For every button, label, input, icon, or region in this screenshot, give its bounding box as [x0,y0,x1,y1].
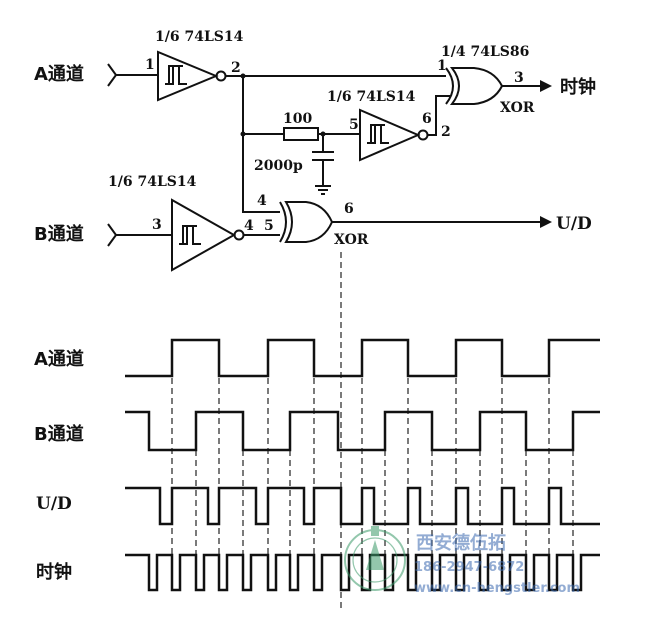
xor-gate-2 [279,201,334,243]
pin-xor1-in1: 1 [437,58,447,74]
xor1-name: XOR [500,100,535,116]
input-a-label: A通道 [34,63,84,85]
waveform-ud [125,486,600,526]
pin-inv2-out: 6 [422,111,432,127]
watermark-company: 西安德伍拓 [416,532,506,554]
output-clock-label: 时钟 [560,76,596,98]
wire-a-to-xor2 [242,76,280,213]
schmitt-inverter-1 [157,50,227,102]
schmitt-inverter-2 [359,108,429,162]
arrow-icon [540,216,552,228]
company-logo-icon [344,526,406,591]
capacitor-symbol [312,134,334,186]
schmitt-inverter-3 [171,198,245,272]
schematic: A通道 1 1/6 74LS14 2 100 2000p 5 [34,29,596,272]
output-ud-label: U/D [556,214,592,234]
timing-label-a: A通道 [34,348,84,370]
pin-inv1-out: 2 [231,60,241,76]
input-b-connector-icon [107,223,118,247]
pin-xor1-out: 3 [514,70,524,86]
inv2-part-label: 1/6 74LS14 [327,89,416,105]
pin-inv3-out: 4 [244,218,254,234]
capacitor-value: 2000p [254,158,303,174]
inv3-part-label: 1/6 74LS14 [108,174,197,190]
input-a-connector-icon [107,63,118,87]
timing-label-clock: 时钟 [36,561,72,583]
pin-inv2-out-b: 2 [441,124,451,140]
input-b-label: B通道 [34,223,84,245]
timing-diagram: A通道 B通道 U/D 时钟 [34,252,600,612]
ground-icon [315,185,331,195]
waveform-b [125,410,600,452]
watermark: 西安德伍拓 186-2947-6872 www.cn-hengstler.com [344,526,580,596]
inv1-part-label: 1/6 74LS14 [155,29,244,45]
xor-gate-1 [445,67,504,105]
waveform-clock [125,553,600,592]
pin-xor2-in1: 4 [257,193,267,209]
pin-xor2-out: 6 [344,201,354,217]
xor2-name: XOR [334,232,369,248]
arrow-icon [540,80,552,92]
pin-inv3-in: 3 [152,217,162,233]
timing-label-ud: U/D [36,494,72,514]
pin-inv1-in: 1 [145,57,155,73]
watermark-url: www.cn-hengstler.com [414,581,580,596]
xor1-part-label: 1/4 74LS86 [441,44,529,60]
watermark-phone: 186-2947-6872 [414,560,524,575]
waveform-a [125,338,600,378]
resistor-value: 100 [283,111,312,127]
pin-xor2-in2: 5 [264,218,274,234]
edge-guides [171,378,574,590]
wire-inv2-to-xor1 [428,95,450,136]
pin-inv2-in: 5 [349,117,359,133]
resistor-symbol [283,127,319,141]
timing-label-b: B通道 [34,423,84,445]
